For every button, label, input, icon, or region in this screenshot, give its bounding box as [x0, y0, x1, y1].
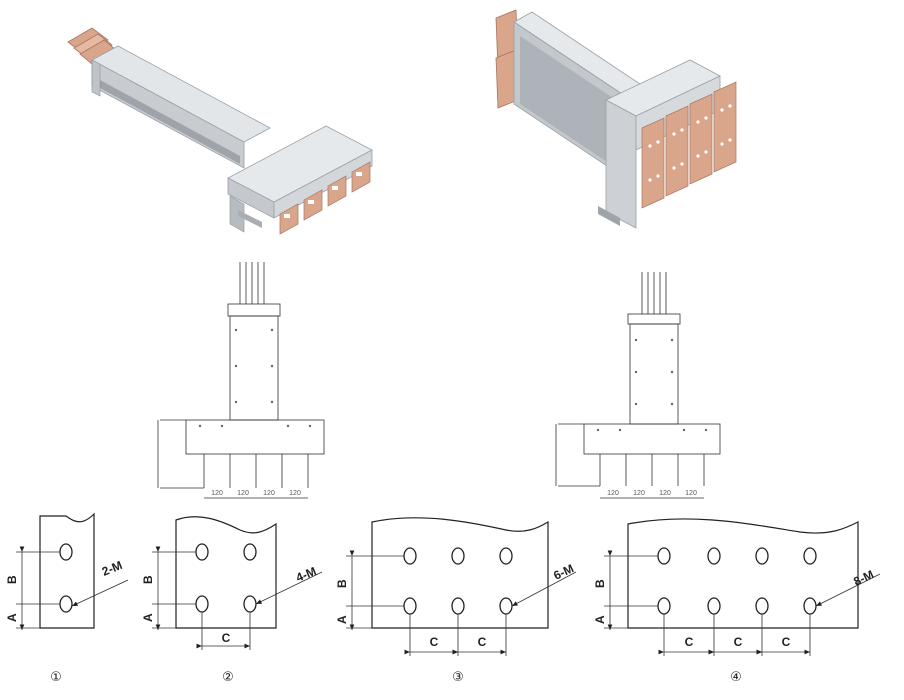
- dim-label-b: B: [141, 575, 155, 584]
- panel-number: ①: [50, 670, 62, 685]
- hole-count-label: 8-M: [851, 567, 876, 588]
- panel-number: ③: [452, 670, 464, 685]
- hole-count-label: 4-M: [294, 564, 318, 585]
- dim-label-a: A: [141, 613, 155, 622]
- dim-label-a: A: [335, 615, 349, 624]
- bolt-hole: [755, 547, 769, 565]
- bolt-hole: [657, 547, 671, 565]
- dim-label-c: C: [430, 635, 439, 649]
- dim-label: 120: [289, 490, 301, 497]
- terminal-bars-left: [279, 161, 371, 235]
- dim-label: 120: [263, 490, 275, 497]
- busway-3d-view-right: [495, 9, 737, 229]
- dim-label: 120: [685, 490, 697, 497]
- busbar-stubs-left: [67, 27, 117, 65]
- terminal-bars-right: [641, 81, 737, 209]
- bolt-hole: [451, 597, 465, 615]
- dim-label-b: B: [335, 579, 349, 588]
- dim-label-b: B: [593, 579, 607, 588]
- panel-number: ②: [222, 670, 234, 685]
- dim-label-c: C: [685, 635, 694, 649]
- hole-pattern-panel-3: C C B A 6-M ③: [335, 517, 577, 685]
- dim-label-a: A: [593, 615, 607, 624]
- bolt-hole: [59, 543, 73, 561]
- bolt-hole: [403, 597, 417, 615]
- outline-drawing-2: 120 120 120 120: [555, 272, 721, 499]
- hole-count-label: 2-M: [100, 558, 124, 579]
- bolt-hole: [755, 597, 769, 615]
- dim-label-c: C: [734, 635, 743, 649]
- dim-label-c: C: [222, 631, 231, 645]
- dim-label-a: A: [5, 613, 19, 622]
- busway-3d-view-left: [67, 27, 373, 235]
- hole-count-label: 6-M: [551, 561, 576, 582]
- bolt-hole: [59, 595, 73, 613]
- hole-pattern-panel-4: C C C B A 8-M ④: [593, 518, 881, 685]
- bolt-hole: [707, 547, 721, 565]
- dim-label-c: C: [782, 635, 791, 649]
- dim-label-b: B: [5, 575, 19, 584]
- dim-label: 120: [659, 490, 671, 497]
- dim-label: 120: [211, 490, 223, 497]
- hole-pattern-panel-1: B A 2-M ①: [5, 512, 129, 685]
- bolt-hole: [803, 597, 817, 615]
- bolt-hole: [499, 597, 513, 615]
- dim-label: 120: [607, 490, 619, 497]
- bolt-hole: [707, 597, 721, 615]
- bolt-hole: [403, 547, 417, 565]
- bolt-hole: [803, 547, 817, 565]
- hole-pattern-panel-2: C B A 4-M ②: [141, 516, 323, 685]
- panel-number: ④: [730, 670, 742, 685]
- bolt-hole: [195, 543, 209, 561]
- bolt-hole: [195, 595, 209, 613]
- bolt-hole: [243, 595, 257, 613]
- dim-label-c: C: [478, 635, 487, 649]
- dim-label: 120: [237, 490, 249, 497]
- outline-drawing-1: 120 120 120 120: [157, 262, 325, 499]
- bolt-hole: [499, 547, 513, 565]
- dim-label: 120: [633, 490, 645, 497]
- bolt-hole: [243, 543, 257, 561]
- bolt-hole: [657, 597, 671, 615]
- bolt-hole: [451, 547, 465, 565]
